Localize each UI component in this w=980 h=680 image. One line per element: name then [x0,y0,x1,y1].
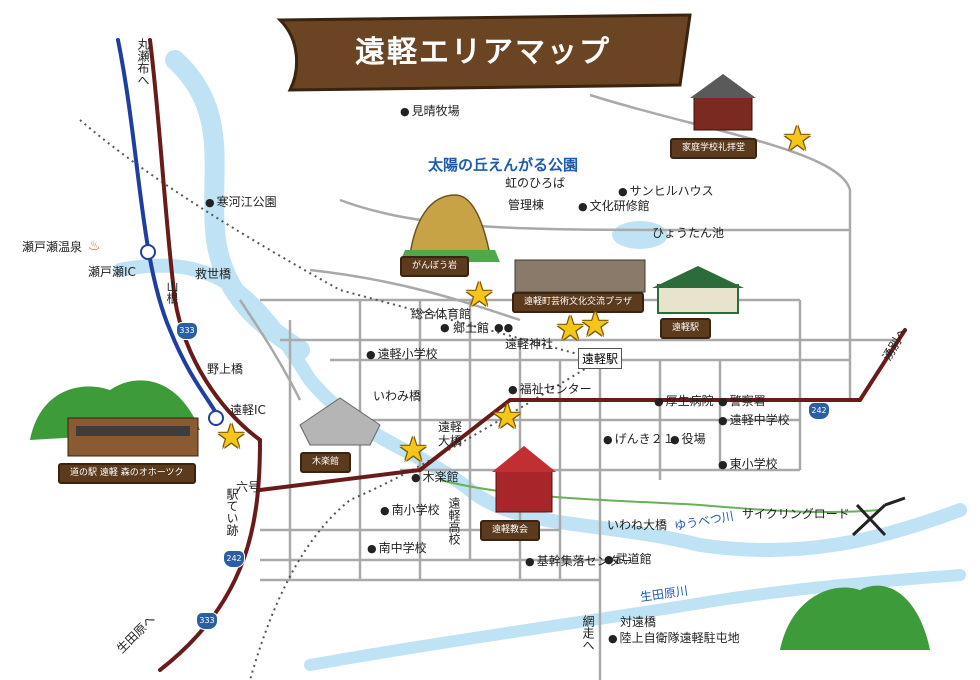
title-banner-shape [276,13,692,92]
mokurakukan-roof [299,397,381,446]
kyodo-dots-right: ●● [494,321,514,334]
river-ikutahara [304,569,966,671]
label-sogo: 総合体育館 [411,307,472,321]
label-mokurakukan: 木楽館 [411,471,459,483]
label-engaru-ohashi: 遠軽大橋 [438,420,463,449]
star-icon: ★ [782,119,813,159]
label-kyodo: 郷土館 [453,321,490,335]
expressway [116,38,222,422]
label-genki: げんき２１ [603,433,675,445]
plaque-kyokai: 遠軽教会 [480,520,541,541]
plaque-ganbou: がんぼう岩 [400,256,470,277]
label-iwane: いわね大橋 [607,518,668,532]
railway [79,119,601,680]
engaru-ic-marker [208,410,224,426]
compass-icon [851,496,906,537]
label-higashi-sho: 東小学校 [718,458,778,470]
label-engaru-sho: 遠軽小学校 [366,348,438,360]
station-marker: 遠軽駅 [578,348,623,369]
label-engaru-ko: 遠軽高校 [447,497,461,545]
church-building [495,469,553,513]
label-minami-chu: 南中学校 [367,542,427,554]
plaque-katei: 家庭学校礼拝堂 [670,138,758,159]
label-minami-sho: 南小学校 [380,504,440,516]
station-building [657,284,739,314]
katei-chapel [693,95,753,131]
michinoeki-building [67,417,199,457]
label-rokugo: 六号 [236,480,261,494]
label-engaru-ic: 遠軽IC [230,403,266,417]
map-title: 遠軽エリアマップ [355,35,611,70]
label-yakuba: 役場 [670,433,706,445]
label-kangae: 寒河江公園 [205,196,277,208]
ganbou-rock [409,194,491,256]
label-nijinohiroba: 虹のひろば [505,176,566,190]
star-icon: ★ [216,417,247,457]
label-engaru-chu: 遠軽中学校 [718,414,790,426]
label-kikan: 基幹集落センター [525,555,633,567]
label-mihare: 見晴牧場 [400,105,460,117]
setose-ic-marker [140,244,156,260]
label-kanri: 管理棟 [508,198,545,212]
label-nogami: 野上橋 [207,362,244,376]
label-setose-onsen: 瀬戸瀬温泉 [22,240,83,254]
label-cycling: サイクリングロード [742,507,850,521]
star-icon: ★ [464,275,495,315]
label-hyoutan: ひょうたん池 [652,226,725,240]
direction-maruseppu: 丸瀬布へ [136,38,150,86]
direction-abashiri: 網走へ [581,615,595,651]
route-shield-242: 242 [223,550,245,568]
hyoutan-pond [612,221,668,249]
plaque-plaza: 遠軽町芸術文化交流プラザ [512,292,645,313]
label-keisatsu: 警察署 [718,395,766,407]
star-icon: ★ [492,397,523,437]
label-taien: 対遠橋 [620,615,657,629]
star-icon: ★ [555,309,586,349]
kyodo-dots: ● [440,321,450,334]
label-ekitei: 駅てい跡 [225,488,239,536]
label-jieitai: 陸上自衛隊遠軽駐屯地 [608,632,740,644]
route-shield-333: 333 [176,322,198,340]
plaque-mokuraku: 木楽館 [300,452,352,473]
label-sunhill: サンヒルハウス [618,185,714,197]
label-yamane: 山根 [165,280,179,304]
plaza-building [514,259,646,293]
star-icon: ★ [398,430,429,470]
label-jinja: 遠軽神社 [505,337,554,351]
label-fukushi: 福祉センター [508,383,592,395]
label-kosei: 厚生病院 [654,395,714,407]
label-setose-ic: 瀬戸瀬IC [88,265,136,279]
route-shield-333: 333 [196,612,218,630]
label-bunka: 文化研修館 [578,200,650,212]
label-iwami: いわみ橋 [373,389,422,403]
star-icon: ★ [580,305,611,345]
plaque-eki: 遠軽駅 [660,318,712,339]
hill-right [780,585,930,650]
label-kyusei: 救世橋 [195,267,232,281]
park-name: 太陽の丘えんがる公園 [428,156,579,174]
plaque-michinoeki: 道の駅 遠軽 森のオホーツク [58,463,196,484]
route-shield-242: 242 [808,402,830,420]
onsen-icon: ♨ [88,238,101,254]
